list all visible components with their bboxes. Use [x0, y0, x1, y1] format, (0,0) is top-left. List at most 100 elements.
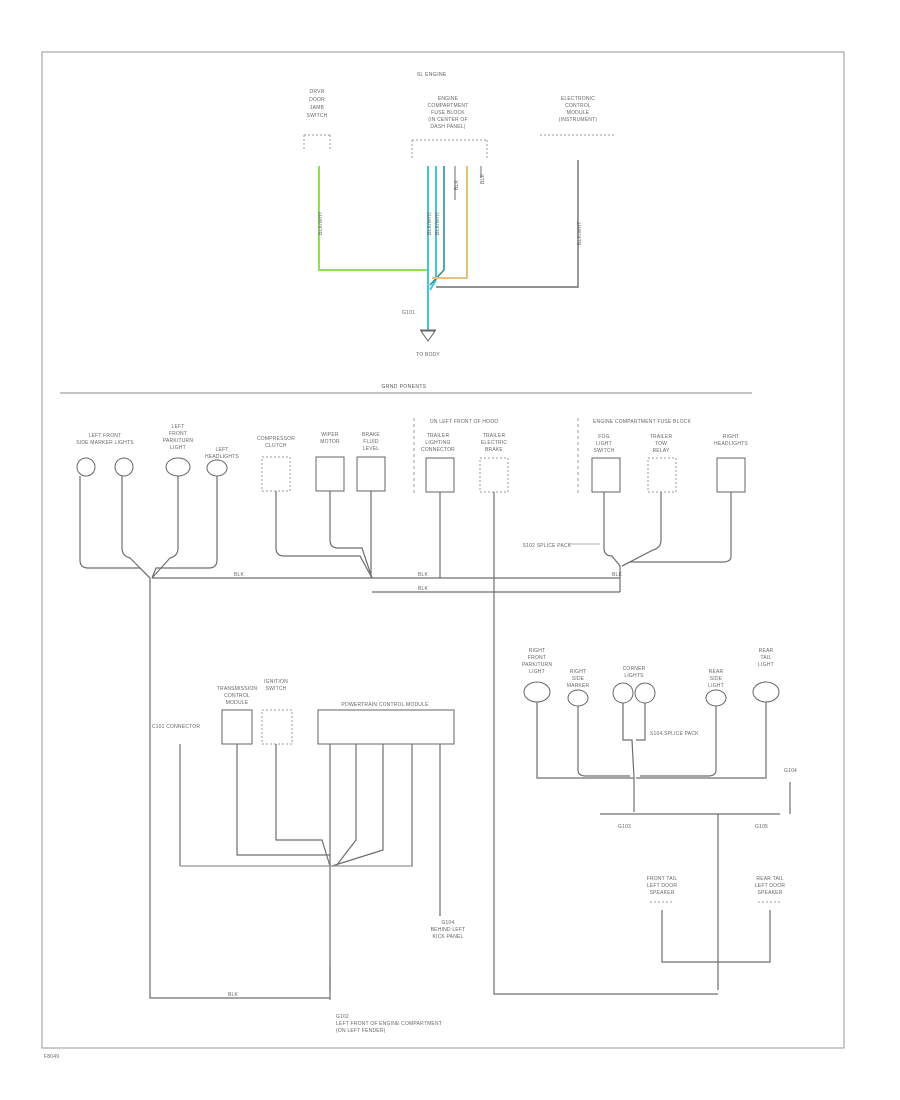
svg-text:FRONT: FRONT: [528, 655, 546, 661]
s104-note: S104 SPLICE PACK: [650, 731, 699, 737]
svg-text:FOG: FOG: [598, 434, 609, 440]
svg-text:HEADLIGHTS: HEADLIGHTS: [205, 454, 239, 460]
svg-text:LIGHT: LIGHT: [170, 445, 186, 451]
svg-text:FRONT TAIL: FRONT TAIL: [647, 876, 678, 882]
svg-text:G102: G102: [336, 1014, 349, 1020]
svg-text:CONTROL: CONTROL: [224, 693, 250, 699]
svg-text:LIGHTS: LIGHTS: [624, 673, 644, 679]
svg-text:LEFT DOOR: LEFT DOOR: [755, 883, 786, 889]
svg-text:ELECTRONIC: ELECTRONIC: [561, 96, 595, 102]
svg-text:REAR: REAR: [709, 669, 724, 675]
svg-text:TOW: TOW: [655, 441, 667, 447]
svg-text:DRVR: DRVR: [310, 89, 325, 95]
svg-text:(IN CENTER OF: (IN CENTER OF: [428, 117, 468, 123]
footer-code: F8049: [44, 1054, 59, 1060]
top-wire-label-c1: BLK/WHT: [427, 211, 433, 235]
top-wire-label-c2: BLK/WHT: [435, 211, 441, 235]
svg-text:SPEAKER: SPEAKER: [757, 890, 782, 896]
svg-text:REAR: REAR: [759, 648, 774, 654]
svg-text:LIGHTING: LIGHTING: [425, 440, 450, 446]
left-lamps-group: LEFT FRONT SIDE MARKER LIGHTS LEFT FRONT…: [76, 424, 239, 477]
svg-text:ENGINE COMPARTMENT FUSE BLOCK: ENGINE COMPARTMENT FUSE BLOCK: [593, 419, 692, 425]
svg-text:SWITCH: SWITCH: [594, 448, 615, 454]
top-wire-label-c3: BLK: [454, 179, 460, 190]
svg-text:WIPER: WIPER: [321, 432, 339, 438]
svg-text:LIGHT: LIGHT: [708, 683, 724, 689]
top-left-component: DRVR DOOR JAMB SWITCH: [303, 89, 331, 150]
svg-text:LEFT: LEFT: [171, 424, 184, 430]
svg-text:(ON LEFT FENDER): (ON LEFT FENDER): [336, 1028, 386, 1034]
svg-text:TRAILER: TRAILER: [483, 433, 506, 439]
svg-text:BEHIND LEFT: BEHIND LEFT: [431, 927, 466, 933]
top-section-header: 6L ENGINE: [417, 72, 447, 78]
splice-note: S102 SPLICE PACK: [523, 543, 572, 549]
svg-text:SWITCH: SWITCH: [307, 113, 328, 119]
top-ground-label: G101: [402, 310, 415, 316]
svg-text:FUSE BLOCK: FUSE BLOCK: [431, 110, 465, 116]
svg-text:COMPRESSOR: COMPRESSOR: [257, 436, 295, 442]
svg-text:CONNECTOR: CONNECTOR: [421, 447, 455, 453]
engine-fuse-wires: [603, 492, 732, 592]
svg-text:SIDE: SIDE: [572, 676, 585, 682]
svg-text:IGNITION: IGNITION: [264, 679, 288, 685]
svg-text:LIGHT: LIGHT: [758, 662, 774, 668]
svg-text:ENGINE: ENGINE: [438, 96, 459, 102]
svg-text:CLUTCH: CLUTCH: [265, 443, 287, 449]
svg-text:MOTOR: MOTOR: [320, 439, 340, 445]
top-right-component: ELECTRONIC CONTROL MODULE (INSTRUMENT): [540, 96, 615, 136]
svg-text:TAIL: TAIL: [761, 655, 772, 661]
diagram-border: [41, 51, 845, 1049]
svg-text:BRAKE: BRAKE: [362, 432, 380, 438]
svg-text:JAMB: JAMB: [310, 105, 325, 111]
svg-text:RIGHT: RIGHT: [529, 648, 546, 654]
svg-text:CONTROL: CONTROL: [565, 103, 591, 109]
top-wire-label-c4: BLK: [480, 173, 486, 184]
svg-text:ELECTRIC: ELECTRIC: [481, 440, 508, 446]
svg-text:BRAKE: BRAKE: [485, 447, 503, 453]
lower-right-components: RIGHT FRONT PARK/TURN LIGHT RIGHT SIDE M…: [522, 648, 780, 707]
svg-text:SIDE MARKER LIGHTS: SIDE MARKER LIGHTS: [76, 440, 134, 446]
svg-text:TRAILER: TRAILER: [650, 434, 673, 440]
svg-text:TRANSMISSION: TRANSMISSION: [217, 686, 258, 692]
svg-text:KICK PANEL: KICK PANEL: [432, 934, 463, 940]
svg-text:POWERTRAIN CONTROL MODULE: POWERTRAIN CONTROL MODULE: [341, 702, 429, 708]
svg-text:MODULE: MODULE: [226, 700, 249, 706]
lower-left-components: C101 CONNECTOR TRANSMISSION CONTROL MODU…: [152, 679, 455, 745]
svg-text:RIGHT: RIGHT: [570, 669, 587, 675]
ground-g103: G103: [618, 824, 631, 830]
svg-text:ON LEFT FRONT OF HOOD: ON LEFT FRONT OF HOOD: [430, 419, 499, 425]
g104-note: G104 BEHIND LEFT KICK PANEL: [431, 920, 466, 940]
top-wire-label-right: BLK/WHT: [577, 221, 583, 245]
lower-right-wires: [493, 702, 791, 995]
svg-text:LEVEL: LEVEL: [363, 446, 380, 452]
svg-text:MARKER: MARKER: [567, 683, 590, 689]
svg-text:LIGHT: LIGHT: [529, 669, 545, 675]
svg-text:PARK/TURN: PARK/TURN: [522, 662, 553, 668]
top-ground-note: TO BODY: [416, 352, 440, 358]
bus-label-4: BLK: [612, 572, 623, 578]
top-wires: [318, 160, 579, 342]
hood-group: ON LEFT FRONT OF HOOD TRAILER LIGHTING C…: [421, 419, 509, 493]
speaker-components: FRONT TAIL LEFT DOOR SPEAKER REAR TAIL L…: [647, 876, 786, 903]
svg-text:FRONT: FRONT: [169, 431, 187, 437]
top-center-component: ENGINE COMPARTMENT FUSE BLOCK (IN CENTER…: [411, 96, 488, 158]
svg-text:RIGHT: RIGHT: [723, 434, 740, 440]
top-wire-label-left: BLK/WHT: [318, 211, 324, 235]
svg-text:CORNER: CORNER: [623, 666, 646, 672]
svg-text:TRAILER: TRAILER: [427, 433, 450, 439]
svg-text:LIGHT: LIGHT: [596, 441, 612, 447]
bus-label-1: BLK: [234, 572, 245, 578]
svg-text:FLUID: FLUID: [363, 439, 379, 445]
ground-g105: G105: [755, 824, 768, 830]
svg-text:SPEAKER: SPEAKER: [649, 890, 674, 896]
svg-text:LEFT FRONT OF ENGINE COMPARTME: LEFT FRONT OF ENGINE COMPARTMENT: [336, 1021, 442, 1027]
svg-text:PARK/TURN: PARK/TURN: [163, 438, 194, 444]
lower-section-header: GRND PONENTS: [381, 384, 426, 390]
middle-components: COMPRESSOR CLUTCH WIPER MOTOR BRAKE FLUI…: [257, 432, 386, 492]
svg-text:DOOR: DOOR: [309, 97, 325, 103]
svg-text:(INSTRUMENT): (INSTRUMENT): [559, 117, 598, 123]
svg-text:LEFT: LEFT: [215, 447, 228, 453]
bus-label-2: BLK: [418, 572, 429, 578]
svg-text:REAR TAIL: REAR TAIL: [756, 876, 783, 882]
